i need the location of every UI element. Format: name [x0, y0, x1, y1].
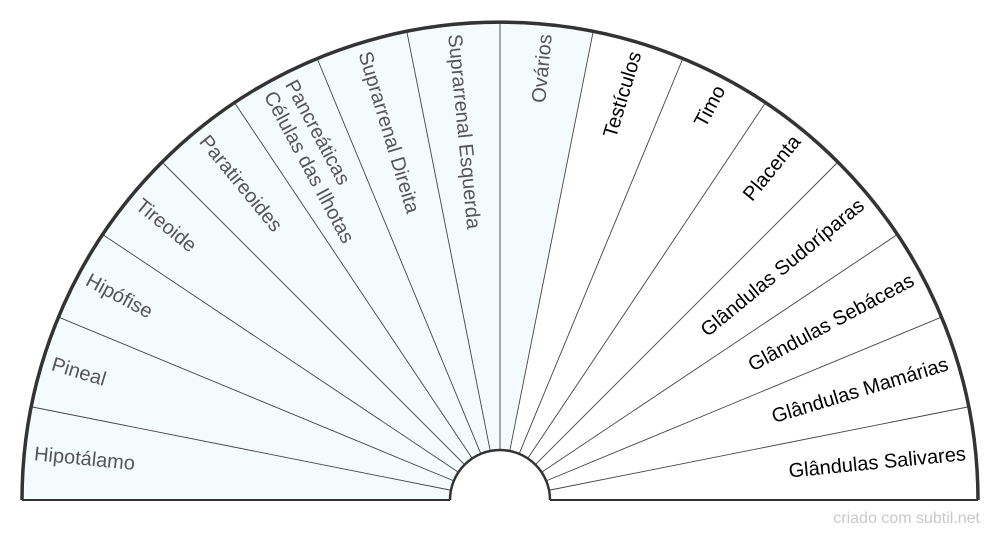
- segment-sector: [102, 162, 465, 473]
- segment-divider: [234, 102, 473, 459]
- segment-divider: [509, 31, 594, 452]
- segment-divider: [541, 234, 898, 473]
- segment-sector: [541, 234, 942, 481]
- segment-sector: [519, 58, 766, 459]
- inner-arc: [448, 448, 552, 501]
- segment-sector: [406, 21, 500, 451]
- segment-sector: [317, 31, 491, 454]
- segment-sector: [500, 22, 594, 451]
- outer-arc: [20, 20, 980, 501]
- segment-sector: [546, 317, 969, 491]
- segment-divider: [31, 406, 452, 491]
- segment-sector: [527, 102, 838, 465]
- segment-divider: [58, 316, 454, 482]
- segment-sector: [549, 406, 978, 500]
- diagram-outline: [20, 20, 980, 501]
- segment-divider: [527, 102, 766, 459]
- segment-divider: [406, 31, 491, 452]
- footer-credit: criado com subtil.net: [833, 510, 980, 527]
- segment-divider: [161, 161, 465, 465]
- segment-divider: [518, 58, 684, 454]
- segment-sector: [58, 234, 459, 481]
- segment-divider: [548, 406, 969, 491]
- segment-sector: [31, 317, 454, 491]
- segment-sector: [162, 102, 473, 465]
- segment-sector: [234, 58, 481, 459]
- segment-sector: [509, 31, 683, 454]
- segment-divider: [102, 234, 459, 473]
- segment-sector: [21, 406, 451, 500]
- segment-divider: [546, 316, 942, 482]
- segment-dividers: [31, 22, 969, 491]
- segment-divider: [535, 161, 839, 465]
- segment-sector: [535, 162, 898, 473]
- segment-divider: [316, 58, 482, 454]
- segment-sectors: [21, 21, 978, 500]
